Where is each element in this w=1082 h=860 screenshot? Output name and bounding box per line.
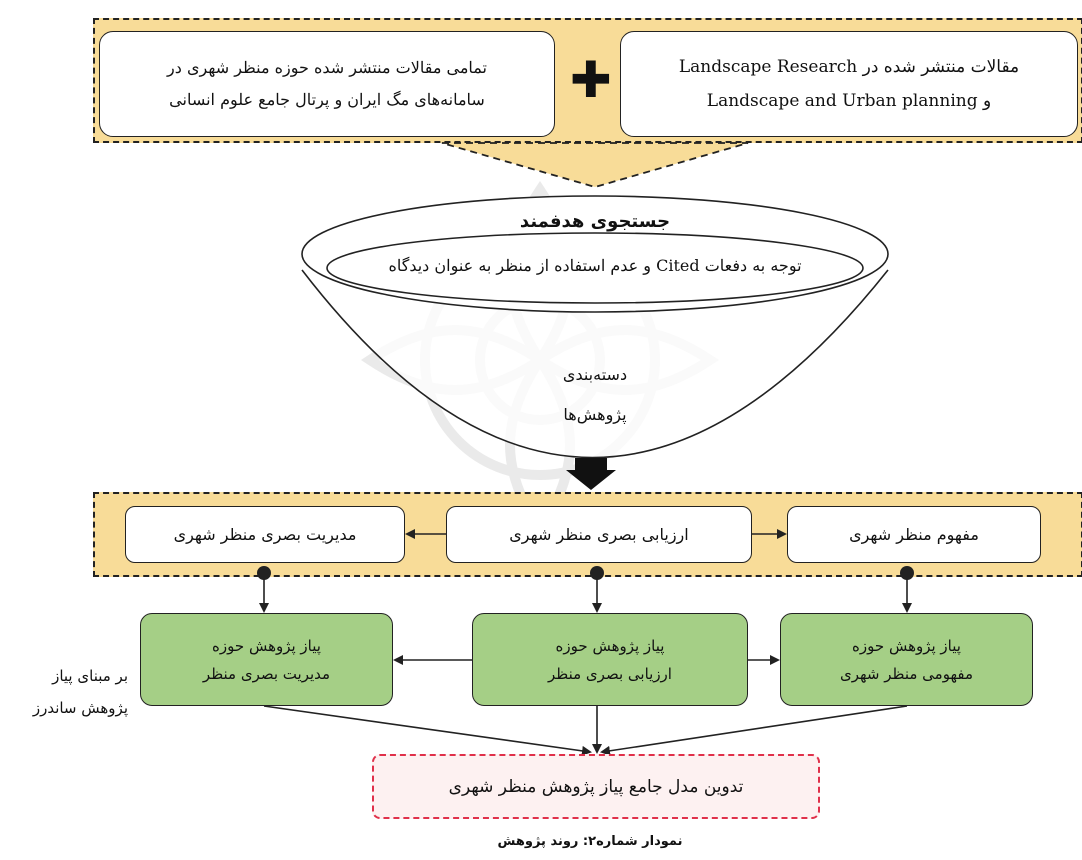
funnel-subtitle: توجه به دفعات Cited و عدم استفاده از منظ… <box>388 256 802 275</box>
onion-evaluation: پیاز پژوهش حوزه ارزیابی بصری منظر <box>472 613 748 706</box>
plus-icon: ✚ <box>570 51 612 109</box>
figure-caption: نمودار شماره۲: روند پژوهش <box>497 834 683 849</box>
category-evaluation: ارزیابی بصری منظر شهری <box>446 506 752 563</box>
band-down-arrow <box>441 142 749 188</box>
side-note: بر مبنای پیاز پژوهش ساندرز <box>32 667 128 717</box>
final-model-box: تدوین مدل جامع پیاز پژوهش منظر شهری <box>372 754 820 819</box>
category-concept: مفهوم منظر شهری <box>787 506 1041 563</box>
source-box-journals: مقالات منتشر شده در Landscape Research و… <box>620 31 1078 137</box>
source-box-persian: تمامی مقالات منتشر شده حوزه منظر شهری در… <box>99 31 555 137</box>
onion-management: پیاز پژوهش حوزه مدیریت بصری منظر <box>140 613 393 706</box>
funnel-shape <box>301 195 889 490</box>
onion-concept: پیاز پژوهش حوزه مفهومی منظر شهری <box>780 613 1033 706</box>
funnel-label: دسته‌بندی پژوهش‌ها <box>562 365 628 424</box>
category-management: مدیریت بصری منظر شهری <box>125 506 405 563</box>
funnel-title: جستجوی هدفمند <box>519 211 671 232</box>
